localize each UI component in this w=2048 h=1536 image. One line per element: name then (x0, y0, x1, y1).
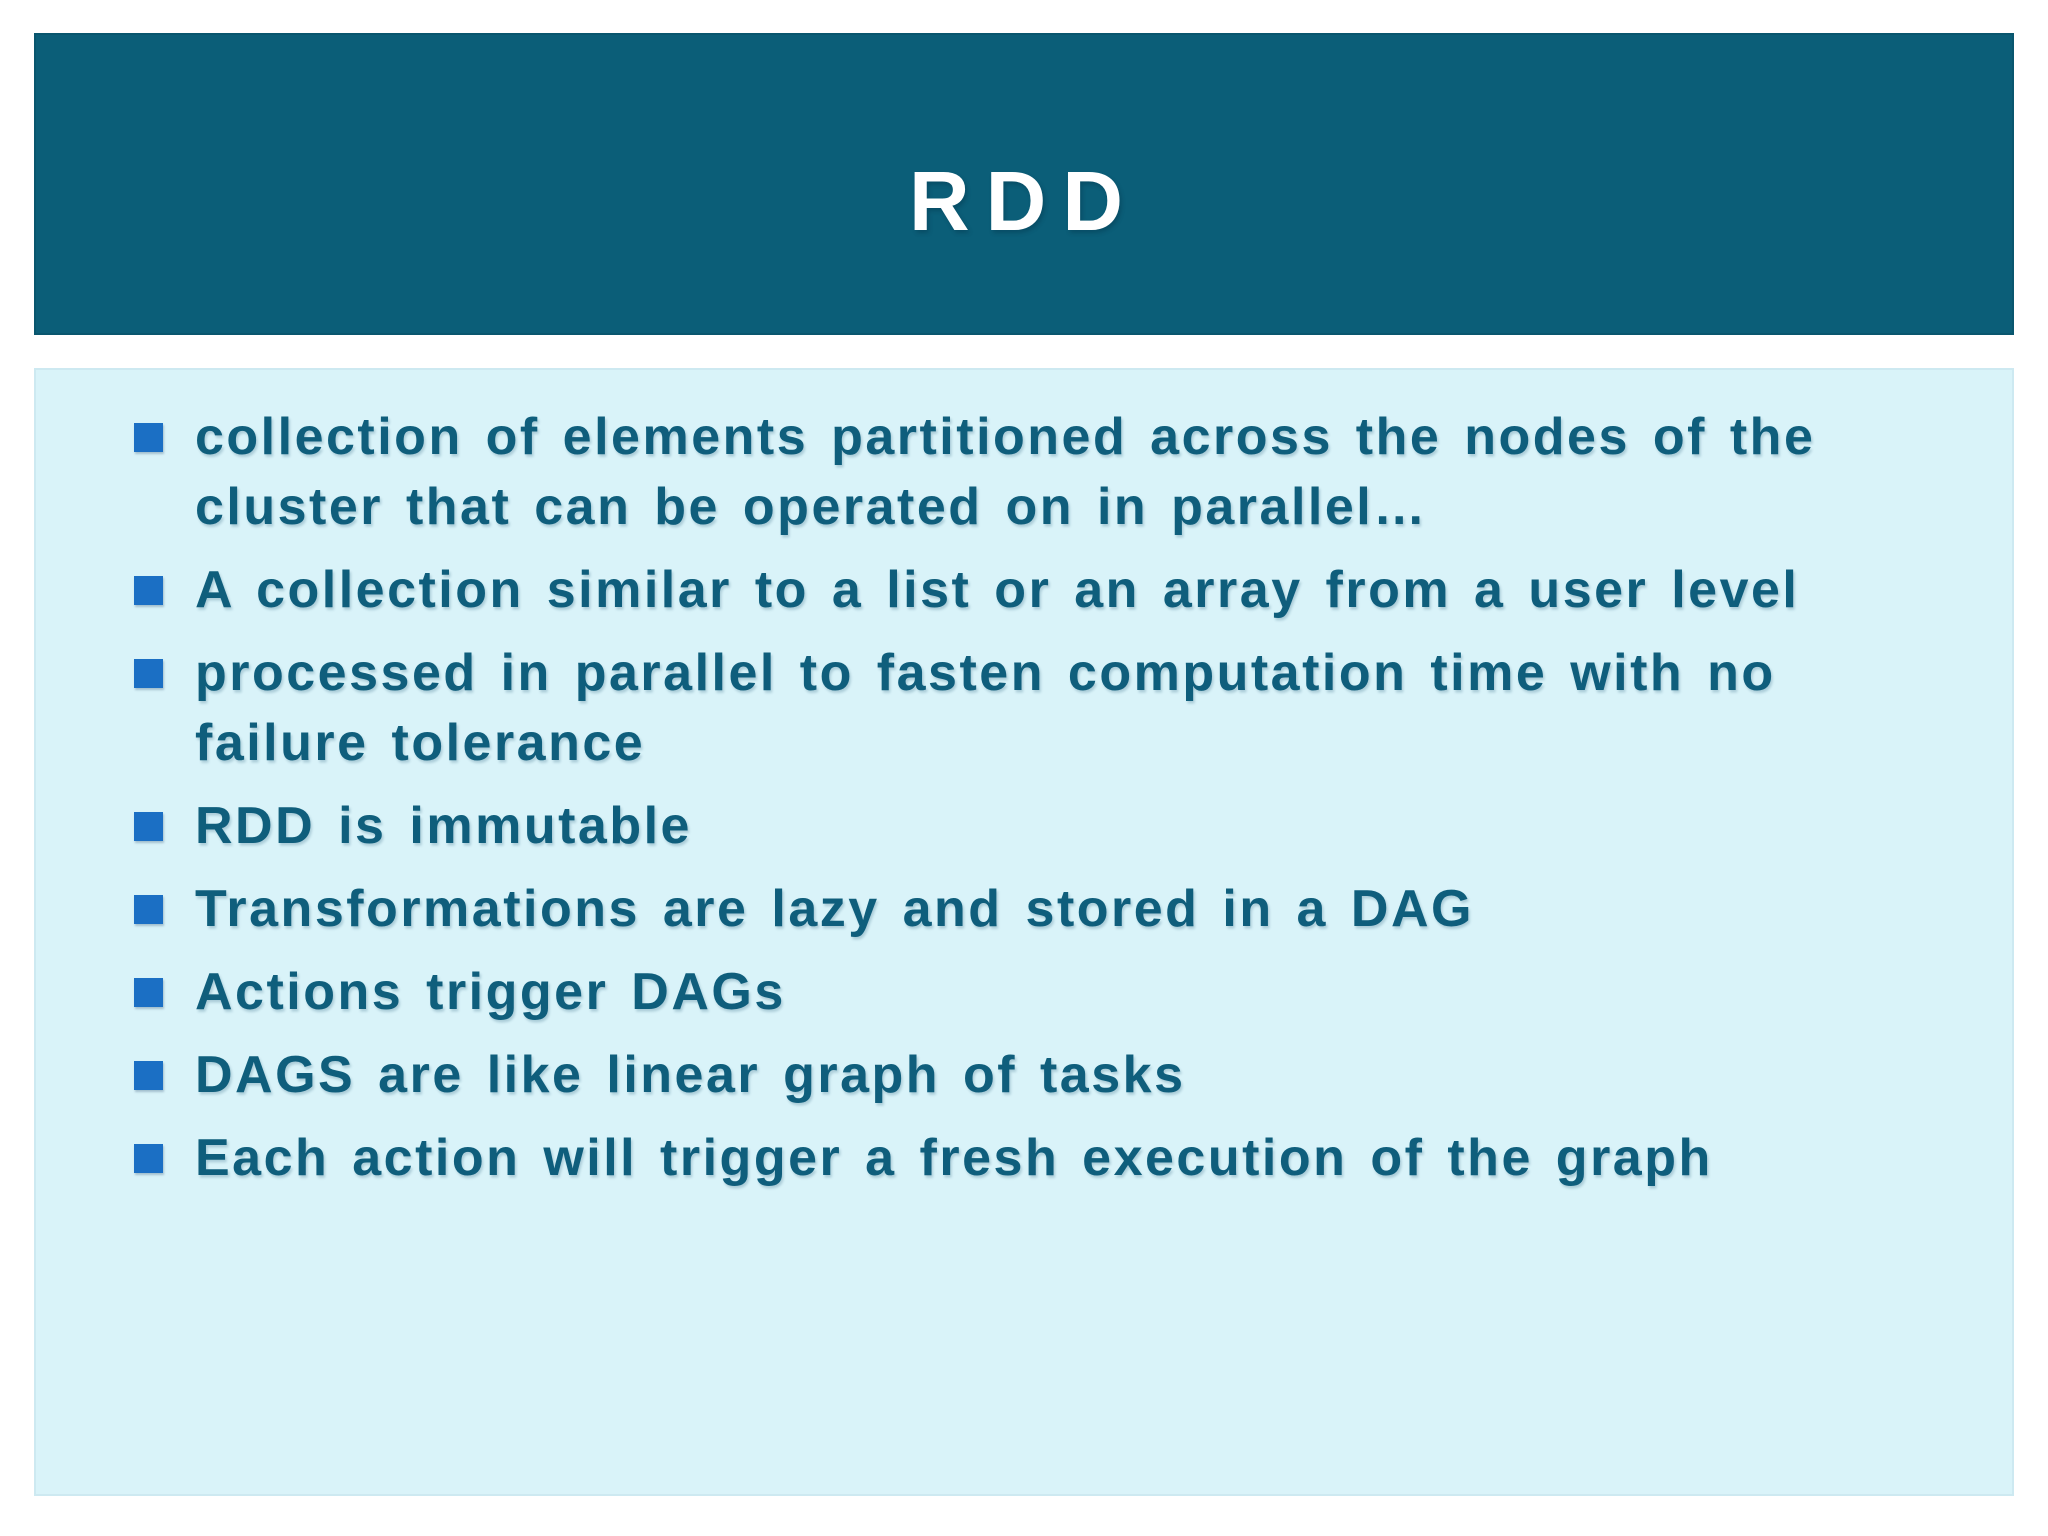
bullet-item: Each action will trigger a fresh executi… (134, 1123, 1944, 1193)
bullet-text-line: RDD is immutable (195, 797, 692, 855)
bullet-item: RDD is immutable (134, 791, 1944, 861)
bullet-text-line: DAGS are like linear graph of tasks (195, 1046, 1186, 1104)
bullet-text-line: Transformations are lazy and stored in a… (195, 880, 1474, 938)
slide-header: RDD (34, 33, 2014, 335)
bullet-text: collection of elements partitioned acros… (195, 402, 1815, 542)
bullet-item: Actions trigger DAGs (134, 957, 1944, 1027)
slide-title: RDD (909, 153, 1139, 248)
bullet-square-icon (134, 812, 163, 841)
bullet-text-line: Actions trigger DAGs (195, 963, 786, 1021)
bullet-item: processed in parallel to fasten computat… (134, 638, 1944, 778)
bullet-text-line: Each action will trigger a fresh executi… (195, 1129, 1713, 1187)
bullet-square-icon (134, 423, 163, 452)
bullet-text: RDD is immutable (195, 791, 692, 861)
bullet-item: Transformations are lazy and stored in a… (134, 874, 1944, 944)
bullet-text-line: processed in parallel to fasten computat… (195, 644, 1776, 702)
bullet-text: Transformations are lazy and stored in a… (195, 874, 1474, 944)
bullet-text-line: collection of elements partitioned acros… (195, 408, 1816, 466)
bullet-item: collection of elements partitioned acros… (134, 402, 1944, 542)
bullet-text: processed in parallel to fasten computat… (195, 638, 1776, 778)
bullet-text: Actions trigger DAGs (195, 957, 786, 1027)
bullet-text: A collection similar to a list or an arr… (195, 555, 1799, 625)
bullet-text: DAGS are like linear graph of tasks (195, 1040, 1186, 1110)
bullet-list: collection of elements partitioned acros… (134, 402, 1944, 1193)
slide-body: collection of elements partitioned acros… (34, 368, 2014, 1496)
bullet-square-icon (134, 659, 163, 688)
bullet-text-line: failure tolerance (195, 714, 646, 772)
bullet-square-icon (134, 1061, 163, 1090)
bullet-square-icon (134, 576, 163, 605)
bullet-text-line: cluster that can be operated on in paral… (195, 478, 1428, 536)
bullet-text-line: A collection similar to a list or an arr… (195, 561, 1800, 619)
bullet-item: A collection similar to a list or an arr… (134, 555, 1944, 625)
bullet-square-icon (134, 1144, 163, 1173)
bullet-item: DAGS are like linear graph of tasks (134, 1040, 1944, 1110)
bullet-square-icon (134, 895, 163, 924)
bullet-square-icon (134, 978, 163, 1007)
bullet-text: Each action will trigger a fresh executi… (195, 1123, 1713, 1193)
